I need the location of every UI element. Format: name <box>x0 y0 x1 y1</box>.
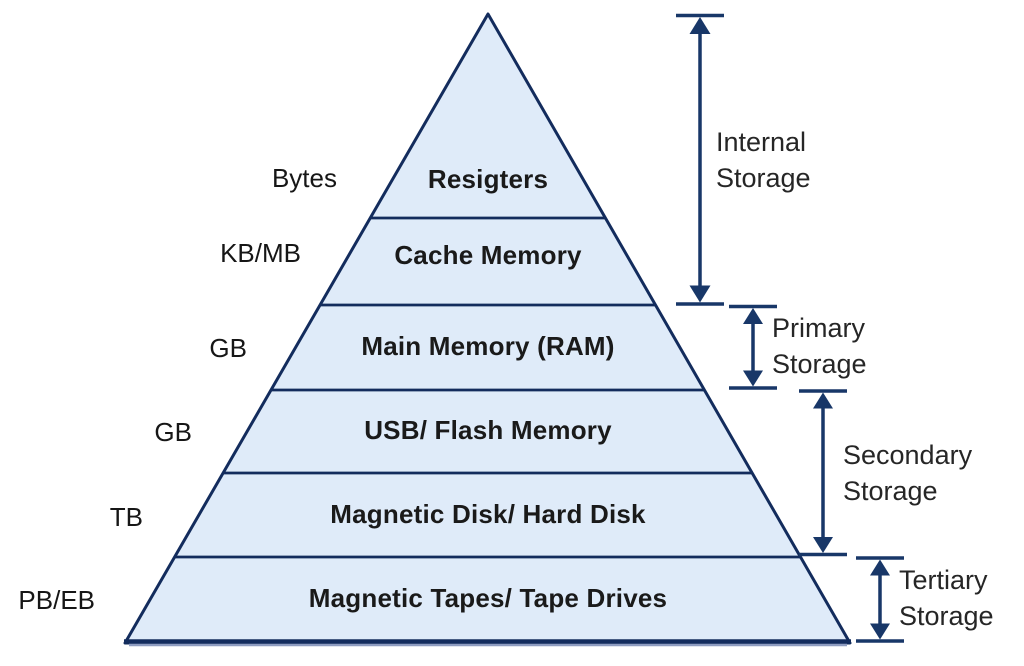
secondary-storage-label: Secondary Storage <box>843 437 972 509</box>
level-label-magnetic-tape: Magnetic Tapes/ Tape Drives <box>308 583 668 613</box>
level-label-cache: Cache Memory <box>394 240 582 270</box>
primary-storage-line2: Storage <box>772 349 867 379</box>
unit-label-gb-ram: GB <box>209 333 247 363</box>
pyramid-dividers <box>174 216 802 559</box>
internal-storage-label: Internal Storage <box>716 124 811 196</box>
primary-storage-arrow <box>729 304 777 390</box>
unit-label-kb-mb: KB/MB <box>220 238 301 268</box>
secondary-storage-line1: Secondary <box>843 440 973 470</box>
secondary-arrowhead-up <box>813 392 833 409</box>
internal-arrowhead-up <box>689 17 711 34</box>
tertiary-storage-line2: Storage <box>899 601 994 631</box>
tertiary-arrowhead-up <box>870 559 890 576</box>
level-label-magnetic-disk: Magnetic Disk/ Hard Disk <box>330 499 646 529</box>
unit-label-gb-usb: GB <box>154 417 192 447</box>
unit-label-pb-eb: PB/EB <box>18 585 95 615</box>
tertiary-storage-label: Tertiary Storage <box>899 562 994 634</box>
tertiary-storage-line1: Tertiary <box>899 565 988 595</box>
secondary-storage-arrow <box>799 389 847 557</box>
level-label-usb-flash: USB/ Flash Memory <box>364 415 612 445</box>
internal-arrowhead-down <box>689 285 711 303</box>
tertiary-arrowhead-down <box>870 623 890 640</box>
pyramid-shape <box>123 12 852 647</box>
level-label-main-memory: Main Memory (RAM) <box>361 331 615 361</box>
unit-label-bytes: Bytes <box>271 163 337 193</box>
internal-storage-arrow <box>676 13 724 306</box>
primary-arrowhead-up <box>743 308 763 324</box>
unit-label-tb: TB <box>109 502 143 532</box>
secondary-arrowhead-down <box>813 537 833 553</box>
internal-storage-line2: Storage <box>716 163 811 193</box>
primary-storage-label: Primary Storage <box>772 310 867 382</box>
level-label-registers: Resigters <box>427 164 549 194</box>
secondary-storage-line2: Storage <box>843 476 938 506</box>
primary-storage-line1: Primary <box>772 313 865 343</box>
internal-storage-line1: Internal <box>716 127 807 157</box>
primary-arrowhead-down <box>743 370 763 387</box>
tertiary-storage-arrow <box>856 556 904 643</box>
